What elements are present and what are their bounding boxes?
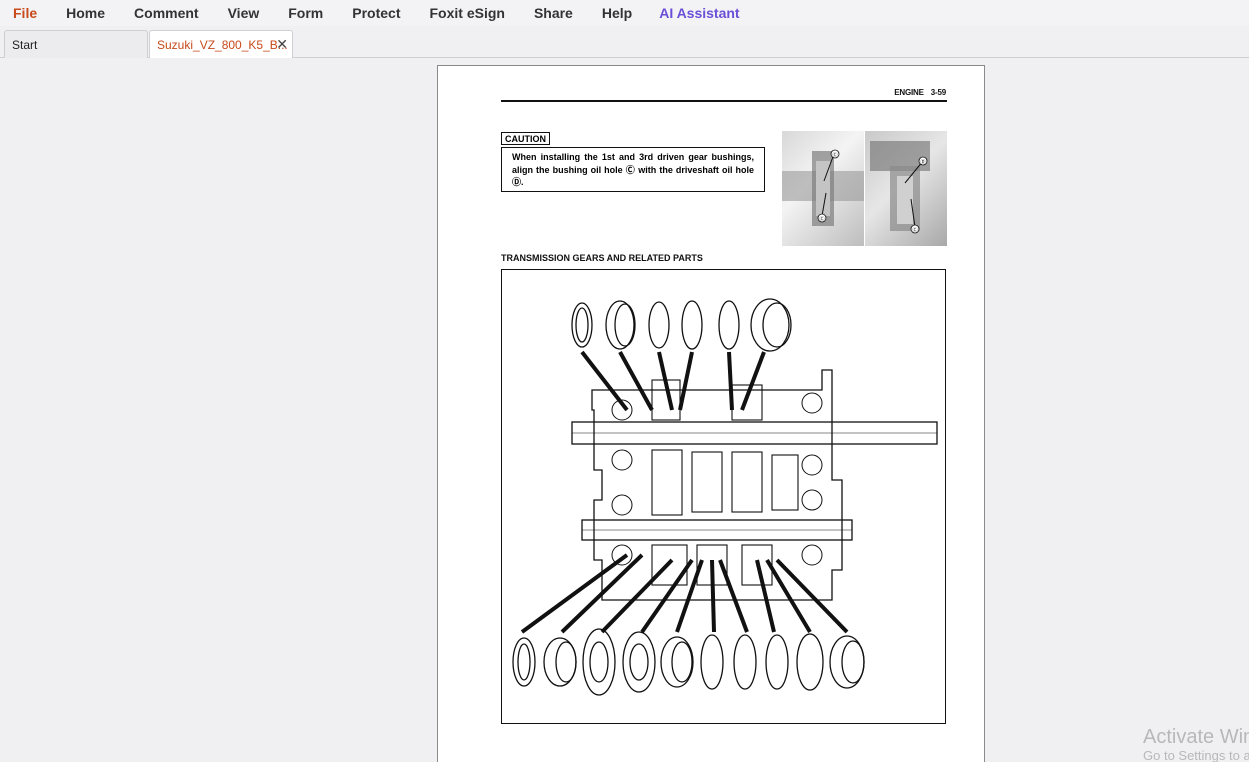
close-icon[interactable]: ✕: [276, 36, 288, 52]
document-viewport[interactable]: ENGINE 3-59 CAUTION When installing the 1…: [0, 58, 1249, 762]
menu-help[interactable]: Help: [601, 5, 633, 21]
tab-document[interactable]: Suzuki_VZ_800_K5_B... ✕: [149, 30, 293, 59]
menu-file[interactable]: File: [13, 5, 38, 21]
transmission-exploded-view: [512, 298, 938, 696]
menu-foxit-esign[interactable]: Foxit eSign: [429, 5, 505, 21]
menu-ai-assistant[interactable]: AI Assistant: [659, 5, 740, 21]
transmission-diagram: [501, 269, 946, 724]
tab-bar: Start Suzuki_VZ_800_K5_B... ✕: [0, 26, 1249, 59]
photo-driveshaft-right: Ⓓ Ⓒ: [865, 131, 947, 246]
photo-mark-c-right: Ⓒ: [912, 227, 917, 234]
caution-label: CAUTION: [501, 132, 550, 145]
photo-mark-d: Ⓓ: [920, 159, 925, 166]
activation-watermark: Activate Windows Go to Settings to activ…: [1143, 725, 1249, 762]
menu-view[interactable]: View: [227, 5, 260, 21]
photo-driveshaft-left: Ⓒ Ⓒ: [782, 131, 864, 246]
header-page-number: 3-59: [930, 88, 946, 97]
tab-start[interactable]: Start: [4, 30, 148, 58]
caution-text: When installing the 1st and 3rd driven g…: [501, 147, 765, 192]
menu-protect[interactable]: Protect: [352, 5, 401, 21]
menu-bar: File Home Comment View Form Protect Foxi…: [0, 0, 1249, 26]
header-rule: [501, 100, 947, 102]
watermark-subtitle: Go to Settings to activate Windows.: [1143, 748, 1249, 762]
pdf-page: ENGINE 3-59 CAUTION When installing the 1…: [437, 65, 985, 762]
tab-document-label: Suzuki_VZ_800_K5_B...: [157, 38, 288, 52]
section-title: TRANSMISSION GEARS AND RELATED PARTS: [501, 253, 703, 263]
header-section: ENGINE: [894, 88, 924, 97]
tab-start-label: Start: [12, 37, 38, 52]
menu-home[interactable]: Home: [66, 5, 106, 21]
photo-illustration-right: Ⓓ Ⓒ: [870, 141, 930, 234]
photo-mark-c-top: Ⓒ: [832, 152, 837, 159]
photo-mark-c-bottom: Ⓒ: [819, 216, 824, 223]
menu-form[interactable]: Form: [288, 5, 324, 21]
menu-comment[interactable]: Comment: [134, 5, 199, 21]
photo-illustration-left: Ⓒ Ⓒ: [782, 149, 864, 226]
menu-share[interactable]: Share: [533, 5, 573, 21]
watermark-title: Activate Windows: [1143, 726, 1249, 748]
page-header: ENGINE 3-59: [887, 88, 946, 97]
